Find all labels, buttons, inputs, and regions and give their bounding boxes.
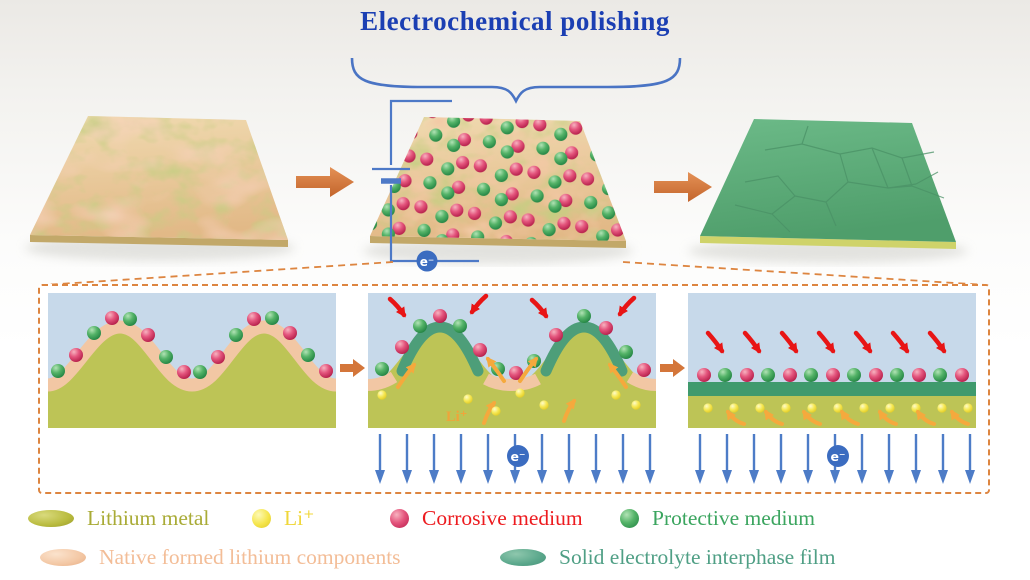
protective-medium-swatch: [620, 508, 639, 528]
legend-item-native-components: Native formed lithium components: [40, 544, 401, 570]
process-arrow-2: [654, 172, 712, 202]
title-brace: [350, 57, 682, 104]
sei-film-layer: [688, 382, 976, 396]
legend-label: Lithium metal: [87, 505, 210, 530]
dissolution-arrows: [396, 356, 628, 425]
panel-polished: [688, 293, 976, 428]
legend-label: Solid electrolyte interphase film: [559, 544, 836, 569]
li-ion-flux-arrows: [726, 409, 970, 426]
legend-label: Protective medium: [652, 505, 816, 530]
process-arrow-1: [296, 167, 354, 197]
polished-slab: [700, 119, 956, 249]
electron-flux-panel-3: e⁻: [693, 432, 976, 486]
electron-badge: [827, 445, 849, 467]
electron-badge-circuit: [416, 250, 438, 272]
lithium-wave: [48, 327, 336, 428]
legend-item-lithium-metal: Lithium metal: [28, 505, 209, 531]
panel-initial-surface: [48, 293, 336, 428]
legend-label: Corrosive medium: [422, 505, 583, 530]
legend-label: Native formed lithium components: [99, 544, 401, 569]
electron-badge: [507, 445, 529, 467]
scattered-media-balls: [370, 117, 626, 241]
electron-label: e⁻: [830, 449, 845, 464]
legend-item-li-ion: Li⁺: [252, 505, 314, 531]
panel-arrow-2: [660, 359, 685, 377]
native-film-remnants: [368, 371, 656, 392]
native-components-swatch: [40, 548, 86, 566]
sei-film-swatch: [500, 548, 546, 566]
zoom-leader-lines: [43, 261, 987, 286]
electron-flux-panel-2: e⁻: [373, 432, 656, 486]
corrosive-medium-swatch: [390, 508, 409, 528]
electron-label-circuit: e⁻: [420, 255, 434, 269]
legend-item-corrosive-medium: Corrosive medium: [390, 505, 583, 531]
sei-caps: [396, 321, 628, 377]
overview-scene: e⁻: [25, 57, 987, 286]
li-ion-label: Li⁺: [446, 409, 467, 425]
power-circuit: [372, 99, 479, 263]
electron-label: e⁻: [510, 449, 525, 464]
blocked-corrosion-arrows: [705, 330, 947, 354]
legend-label: Li⁺: [284, 505, 315, 530]
polishing-slab: [370, 117, 626, 248]
lithium-metal-swatch: [28, 509, 74, 527]
panel-arrow-1: [340, 359, 365, 377]
legend-item-sei-film: Solid electrolyte interphase film: [500, 544, 835, 570]
rough-lithium-slab: [30, 116, 288, 247]
panel-polishing: Li⁺: [368, 293, 656, 428]
lithium-wave: [368, 327, 656, 428]
figure-title: Electrochemical polishing: [360, 6, 670, 36]
native-film-band: [48, 320, 336, 392]
li-ion-swatch: [252, 508, 271, 528]
legend-item-protective-medium: Protective medium: [620, 505, 815, 531]
sei-grain-boundaries: [734, 125, 945, 233]
corrosion-attack-arrows: [387, 293, 637, 319]
